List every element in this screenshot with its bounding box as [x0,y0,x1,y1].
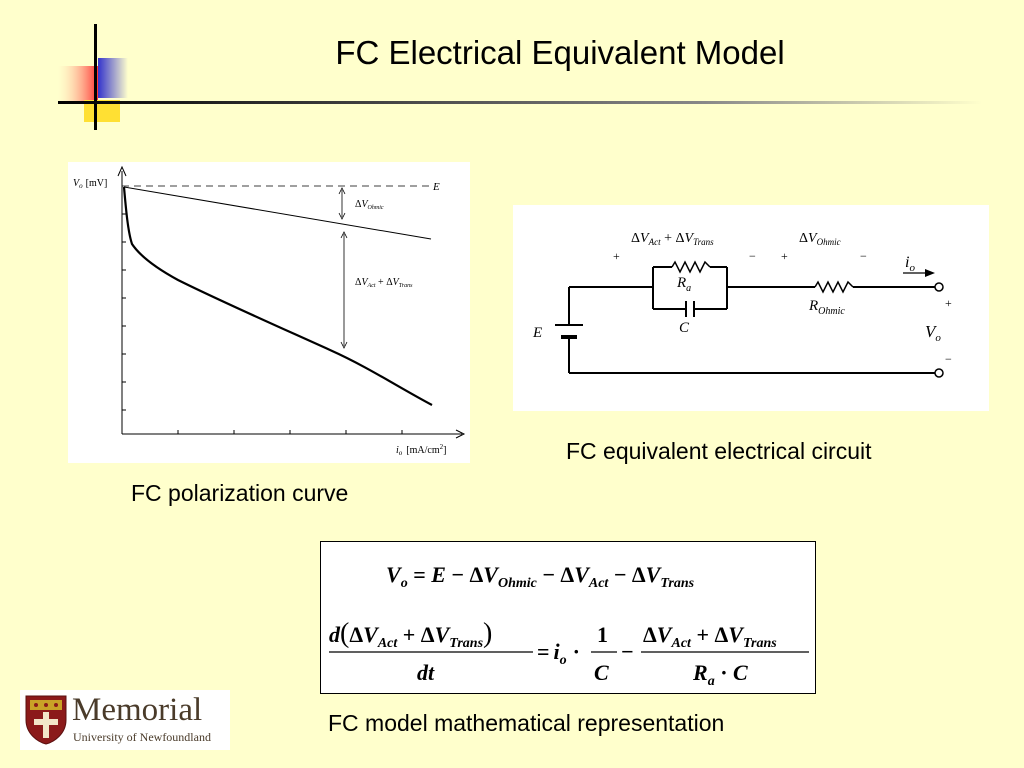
equation-differential: d(ΔVAct + ΔVTrans) dt =io· 1 C − ΔVAct +… [329,618,809,689]
ra-label: Ra [676,275,691,294]
y-axis [117,165,127,434]
polarization-curve-caption: FC polarization curve [131,480,349,506]
accent-horizontal-line [58,101,982,104]
accent-red-square [58,66,98,104]
output-terminal-negative [934,368,944,378]
plus-sign-rc: + [613,249,620,263]
model-equations: Vo = E − ΔVOhmic − ΔVAct − ΔVTrans d(ΔVA… [329,562,809,689]
voltage-source-e [555,324,583,339]
resistor-rohmic [814,280,854,294]
equals-io: =io· [537,639,580,668]
accent-yellow-square [84,100,120,122]
polarization-curve [122,186,433,406]
output-plus-sign: + [945,296,952,310]
equation-box: Vo = E − ΔVOhmic − ΔVAct − ΔVTrans d(ΔVA… [320,541,816,694]
y-axis-label: Vo[mV] [73,178,107,190]
ohmic-drop-label: ΔVOhmic [355,199,384,211]
ohmic-line [123,186,432,240]
one-over-c-numerator: 1 [597,622,608,647]
lhs-denominator: dt [417,660,435,685]
slide-corner-accent [58,24,982,130]
rohmic-label: ROhmic [808,298,845,317]
c-label: C [679,320,690,336]
slide-title: FC Electrical Equivalent Model [335,34,785,71]
current-label: io [905,254,915,274]
accent-blue-square [98,58,128,98]
output-minus-sign: − [945,352,952,366]
minus-sign-ohmic: − [860,249,867,263]
ohmic-drop-arrow [338,187,346,220]
resistor-ra [671,260,711,274]
act-trans-drop-label: ΔVAct + ΔVTrans [355,277,413,289]
equivalent-circuit-diagram: ΔVAct + ΔVTrans ΔVOhmic + − + − io Ra C … [532,231,952,378]
university-crest-icon [25,695,67,745]
minus-sign-rc: − [749,249,756,263]
equation-output-voltage: Vo = E − ΔVOhmic − ΔVAct − ΔVTrans [386,562,695,591]
circuit-caption: FC equivalent electrical circuit [566,438,872,464]
polarization-chart-panel: Vo[mV] io[mA/cm2] E ΔVOhmic ΔVAct + ΔVTr… [68,162,470,463]
accent-vertical-line [94,24,97,130]
lhs-numerator: d(ΔVAct + ΔVTrans) [329,618,492,651]
act-trans-drop-arrow [340,231,348,349]
polarization-chart: Vo[mV] io[mA/cm2] E ΔVOhmic ΔVAct + ΔVTr… [73,165,466,457]
rhs-numerator: ΔVAct + ΔVTrans [643,622,777,651]
university-logo: Memorial University of Newfoundland [20,690,230,750]
circuit-panel: ΔVAct + ΔVTrans ΔVOhmic + − + − io Ra C … [513,205,989,411]
vo-label: Vo [925,322,941,344]
minus-sign: − [621,639,634,664]
current-arrow [903,269,935,277]
output-terminal-positive [934,282,944,292]
x-axis-label: io[mA/cm2] [396,443,446,457]
one-over-c-denominator: C [594,660,609,685]
model-caption: FC model mathematical representation [328,710,725,736]
rhs-denominator: Ra · C [692,660,748,689]
logo-subtitle: University of Newfoundland [73,730,211,744]
logo-name: Memorial [72,692,203,728]
reference-e-label: E [432,181,440,193]
ohmic-voltage-label: ΔVOhmic [799,231,841,247]
capacitor-c [685,301,695,317]
plus-sign-ohmic: + [781,249,788,263]
e-source-label: E [532,325,542,341]
act-trans-voltage-label: ΔVAct + ΔVTrans [631,231,714,247]
x-axis [122,429,466,439]
